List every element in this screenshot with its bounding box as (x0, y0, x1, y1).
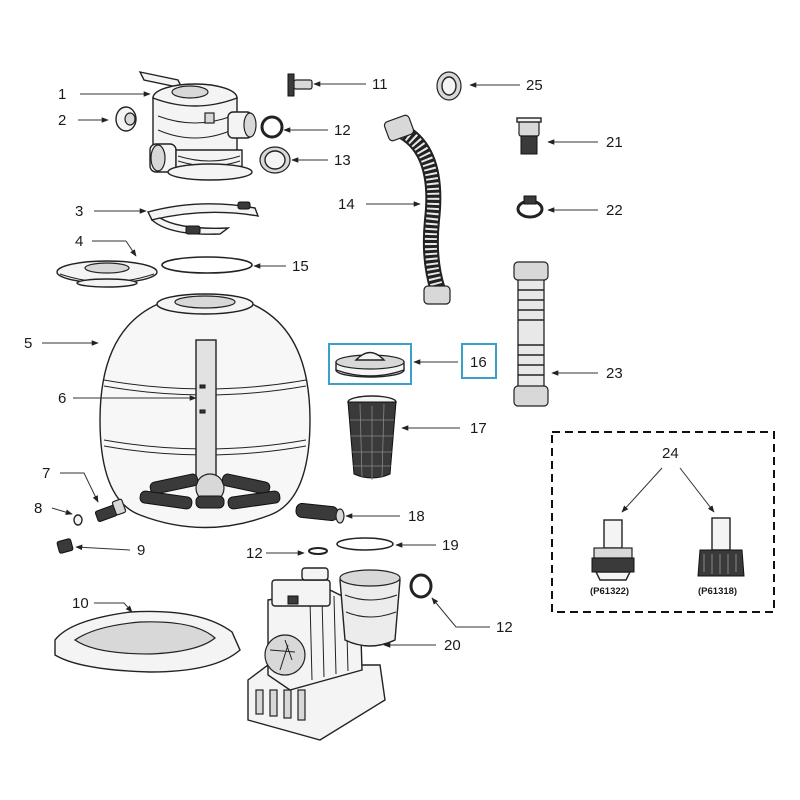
callout-10: 10 (72, 595, 89, 612)
callout-20: 20 (444, 637, 461, 654)
part-9-drain-plug[interactable] (56, 538, 74, 554)
part-17-strainer-basket[interactable] (347, 395, 397, 480)
part-18-hose-adapter[interactable] (295, 502, 345, 524)
part-13-union-nut[interactable] (259, 146, 291, 174)
callout-1: 1 (58, 86, 66, 103)
part-14-hose[interactable] (383, 114, 451, 305)
part-12-o-ring[interactable] (260, 115, 284, 139)
part-10-tank-base[interactable] (54, 610, 241, 673)
part-7-drain-assembly[interactable] (94, 498, 127, 522)
part-8-o-ring[interactable] (73, 514, 83, 526)
part-19-o-ring[interactable] (336, 537, 394, 551)
part-20-pump[interactable] (247, 567, 401, 741)
part-15-tank-o-ring[interactable] (161, 256, 253, 274)
part-3-clamp[interactable] (146, 201, 260, 235)
callout-19: 19 (442, 537, 459, 554)
callout-6: 6 (58, 390, 66, 407)
part-24-fitting-p61318[interactable] (697, 517, 745, 577)
callout-12: 12 (246, 545, 263, 562)
callout-16-highlight (461, 343, 497, 379)
part-24-fitting-p61322[interactable] (591, 519, 635, 581)
callout-5: 5 (24, 335, 32, 352)
callout-17: 17 (470, 420, 487, 437)
callout-24: 24 (662, 445, 679, 462)
callout-11: 11 (372, 76, 388, 93)
callout-12: 12 (334, 122, 351, 139)
callout-21: 21 (606, 134, 623, 151)
kit-code-left: (P61322) (590, 586, 629, 597)
callout-9: 9 (137, 542, 145, 559)
part-23-hose[interactable] (513, 261, 549, 407)
highlight-box-16 (328, 343, 412, 385)
callout-22: 22 (606, 202, 623, 219)
part-4-tank-lid[interactable] (56, 260, 158, 288)
part-12-o-ring[interactable] (409, 573, 433, 599)
part-12-o-ring[interactable] (308, 547, 328, 555)
part-22-hose-clamp[interactable] (516, 195, 544, 219)
callout-23: 23 (606, 365, 623, 382)
callout-8: 8 (34, 500, 42, 517)
part-21-hose-connector[interactable] (516, 117, 542, 155)
callout-3: 3 (75, 203, 83, 220)
part-6-center-pipe[interactable] (139, 339, 281, 510)
leader-lines (42, 81, 715, 648)
part-2-pressure-gauge[interactable] (115, 106, 137, 132)
callout-14: 14 (338, 196, 355, 213)
callout-13: 13 (334, 152, 351, 169)
part-25-hose-nut[interactable] (436, 71, 462, 101)
callout-labels: 1 2 3 4 5 6 7 8 9 10 11 12 13 14 15 16 1… (24, 76, 737, 654)
part-11-air-release-valve[interactable] (287, 73, 313, 97)
callout-18: 18 (408, 508, 425, 525)
callout-4: 4 (75, 233, 83, 250)
callout-12: 12 (496, 619, 513, 636)
callout-16: 16 (470, 354, 487, 371)
callout-2: 2 (58, 112, 66, 129)
callout-15: 15 (292, 258, 309, 275)
kit-code-right: (P61318) (698, 586, 737, 597)
part-1-multiport-valve[interactable] (138, 71, 257, 181)
part-24-kit-box (551, 431, 775, 613)
callout-7: 7 (42, 465, 50, 482)
callout-25: 25 (526, 77, 543, 94)
part-16-strainer-lid[interactable] (328, 343, 412, 385)
